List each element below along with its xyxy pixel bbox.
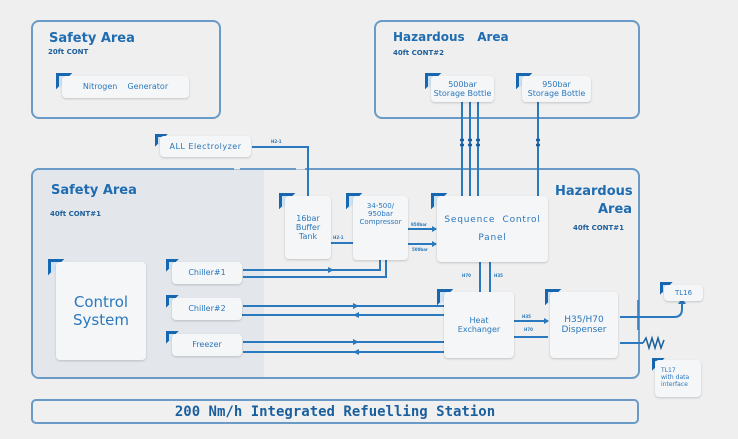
arrow-panel-950 [432,226,437,232]
wire-dispenser-tl16 [620,302,683,318]
arrow-tl16 [678,298,686,304]
wire-chiller1-return [243,258,387,278]
compressor-line2: 950bar [368,210,393,219]
compressor-line3: Compressor [359,218,402,227]
sequence-panel-line2: Panel [478,233,507,243]
nitrogen-generator-box[interactable]: Nitrogen Generator [62,76,189,98]
compressor-line1: 34-500/ [366,202,395,210]
valve-storage500-1 [460,138,464,147]
buffer-tank-box[interactable]: 16bar Buffer Tank [285,196,331,259]
dispenser-box[interactable]: H35/H70 Dispenser [550,292,618,358]
safety-area-40ft-subtitle: 40ft CONT#1 [50,210,102,218]
chiller2-box[interactable]: Chiller#2 [172,298,242,320]
storage-950-line1: 950bar [542,79,571,89]
buffer-tank-line1: 16bar [296,213,320,223]
wire-chiller1-supply [243,258,381,271]
arrow-dispenser-h35 [544,318,549,324]
storage-500-line2: Storage Bottle [433,89,492,98]
safety-area-20ft-title: Safety Area [49,31,135,46]
safety-area-20ft-zone [31,20,221,119]
electrolyzer-label: ALL Electrolyzer [169,141,242,151]
compressor-box[interactable]: 34-500/ 950bar Compressor [353,196,408,260]
dispenser-line1: H35/H70 [564,314,604,325]
arrow-chiller2-return [353,312,359,318]
arrow-chiller2-supply [353,303,359,309]
label-electrolyzer-out: H2-1 [271,139,282,144]
safety-area-40ft-title: Safety Area [51,183,137,198]
hazardous-area-cont2-subtitle: 40ft CONT#2 [393,49,445,57]
label-hx-h35: H35 [522,314,531,319]
label-panel-h70: H70 [462,273,471,278]
buffer-tank-line3: Tank [298,232,318,242]
hazardous-area-cont1-title-line1: Hazardous [555,184,633,199]
tl17-line3: interface [661,380,688,388]
wire-electrolyzer-buffer [252,146,309,196]
arrow-chiller1 [328,267,334,273]
valve-storage500-3 [476,138,480,147]
control-system-line1: Control [73,293,129,311]
main-container-zone [31,168,640,379]
heat-exchanger-box[interactable]: Heat Exchanger [444,292,514,358]
electrolyzer-box[interactable]: ALL Electrolyzer [160,136,251,157]
label-compressor-950: 950bar [411,222,427,227]
heat-exchanger-line2: Exchanger [457,325,501,334]
valve-storage950 [536,138,540,147]
arrow-freezer-supply [353,339,359,345]
tl17-box[interactable]: TL17 with data interface [655,360,701,397]
label-hx-h70: H70 [524,327,533,332]
tl16-box[interactable]: TL16 [664,285,703,301]
tl17-line1: TL17 [661,367,676,375]
hazardous-area-cont2-zone [374,20,640,119]
hazardous-area-cont2-title: Hazardous Area [393,30,509,44]
safety-area-20ft-subtitle: 20ft CONT [48,48,89,56]
valve-storage500-2 [468,138,472,147]
station-title: 200 Nm/h Integrated Refuelling Station [174,403,496,420]
arrow-panel-500 [432,241,437,247]
hose-coil-icon [642,335,665,351]
arrow-freezer-return [353,349,359,355]
freezer-box[interactable]: Freezer [172,334,242,356]
nitrogen-generator-label: Nitrogen Generator [82,82,169,92]
dispenser-line2: Dispenser [561,325,607,335]
freezer-label: Freezer [192,340,222,350]
label-buffer-compressor: H2-1 [333,235,344,240]
tl16-label: TL16 [674,288,693,297]
chiller1-box[interactable]: Chiller#1 [172,262,242,284]
buffer-tank-line2: Buffer [295,222,321,232]
chiller1-label: Chiller#1 [188,268,226,278]
chiller2-label: Chiller#2 [188,304,226,314]
station-title-banner: 200 Nm/h Integrated Refuelling Station [31,399,639,424]
heat-exchanger-line1: Heat [469,315,489,325]
control-system-line2: System [73,311,129,329]
label-compressor-500: 500bar [412,247,428,252]
label-panel-h35: H35 [494,273,503,278]
sequence-control-panel-box[interactable]: Sequence Control Panel [437,196,548,262]
control-system-box[interactable]: Control System [56,262,146,360]
storage-950bar-box[interactable]: 950bar Storage Bottle [522,76,591,102]
tl17-line2: with data [661,374,690,382]
sequence-panel-line1: Sequence Control [444,214,541,225]
hazardous-area-cont1-subtitle: 40ft CONT#1 [573,224,625,232]
hazardous-area-cont1-title-line2: Area [598,202,633,217]
storage-950-line2: Storage Bottle [527,89,586,98]
storage-500-line1: 500bar [448,79,477,89]
storage-500bar-box[interactable]: 500bar Storage Bottle [431,76,494,102]
